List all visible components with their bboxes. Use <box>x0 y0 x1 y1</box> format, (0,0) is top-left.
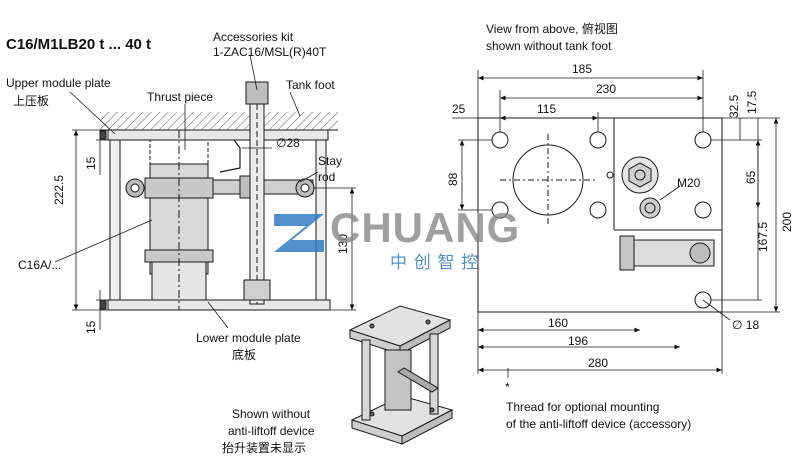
top-plate <box>477 117 723 313</box>
upper-module-plate-label: Upper module plate <box>6 76 111 90</box>
dim-dia-18: ∅ 18 <box>732 318 760 332</box>
accessories-bolt <box>245 81 269 105</box>
upper-module-plate <box>107 129 329 141</box>
dim-65: 65 <box>744 170 758 184</box>
top-view <box>477 117 723 313</box>
dim-167-5: 167.5 <box>756 221 770 252</box>
dim-dia-28: ∅28 <box>276 136 300 150</box>
dim-25: 25 <box>452 102 466 116</box>
top-dimensions <box>452 70 780 378</box>
side-view <box>99 81 338 311</box>
side-leaders <box>54 54 319 329</box>
dim-15-top: 15 <box>84 156 98 170</box>
side-dimensions <box>72 129 356 330</box>
tank-foot-hatch <box>100 112 338 130</box>
no-antiliftoff-cn: 抬升装置未显示 <box>222 441 307 455</box>
accessories-kit-label: Accessories kit <box>213 30 294 44</box>
stay-rod-label-1: Stay <box>318 154 343 168</box>
dim-115: 115 <box>537 102 557 116</box>
no-antiliftoff-2: anti-liftoff device <box>228 424 315 438</box>
dim-200: 200 <box>780 211 794 232</box>
dim-160: 160 <box>548 316 569 330</box>
dim-15-bottom: 15 <box>84 320 98 334</box>
page-title: C16/M1LB20 t ... 40 t <box>6 36 152 53</box>
dim-196: 196 <box>568 334 589 348</box>
load-cell-label: C16A/... <box>18 258 62 272</box>
thrust-piece-label: Thrust piece <box>147 90 214 104</box>
without-tank-foot-label: shown without tank foot <box>486 39 612 53</box>
m20-label: M20 <box>677 176 701 190</box>
dim-185: 185 <box>572 62 593 76</box>
lower-module-plate-label: Lower module plate <box>196 331 301 345</box>
dim-230: 230 <box>596 82 617 96</box>
dim-280: 280 <box>588 356 609 370</box>
accessories-kit-code: 1-ZAC16/MSL(R)40T <box>213 45 327 59</box>
stay-rod-label-2: rod <box>318 170 336 184</box>
lower-module-plate <box>107 299 331 311</box>
dim-17-5: 17.5 <box>745 90 759 114</box>
iso-view <box>348 305 454 445</box>
dim-32-5: 32.5 <box>727 94 741 118</box>
thread-note-2: of the anti-liftoff device (accessory) <box>506 417 692 431</box>
view-from-above-label: View from above, 俯视图 <box>486 22 618 36</box>
watermark-logo: CHUANG 中 创 智 控 <box>270 204 560 274</box>
m20-thread <box>639 197 661 219</box>
watermark-z-mark <box>274 214 324 252</box>
thread-note-1: Thread for optional mounting <box>506 400 660 414</box>
dim-222-5: 222.5 <box>52 174 66 205</box>
dim-88: 88 <box>446 172 460 186</box>
lower-module-plate-cn: 底板 <box>232 348 257 362</box>
no-antiliftoff-1: Shown without <box>232 407 311 421</box>
watermark-cn: 中 创 智 控 <box>390 253 480 272</box>
upper-module-plate-cn: 上压板 <box>13 94 50 108</box>
tank-foot-label: Tank foot <box>286 78 335 92</box>
note-star: * <box>505 380 510 394</box>
watermark-brand: CHUANG <box>330 204 521 251</box>
